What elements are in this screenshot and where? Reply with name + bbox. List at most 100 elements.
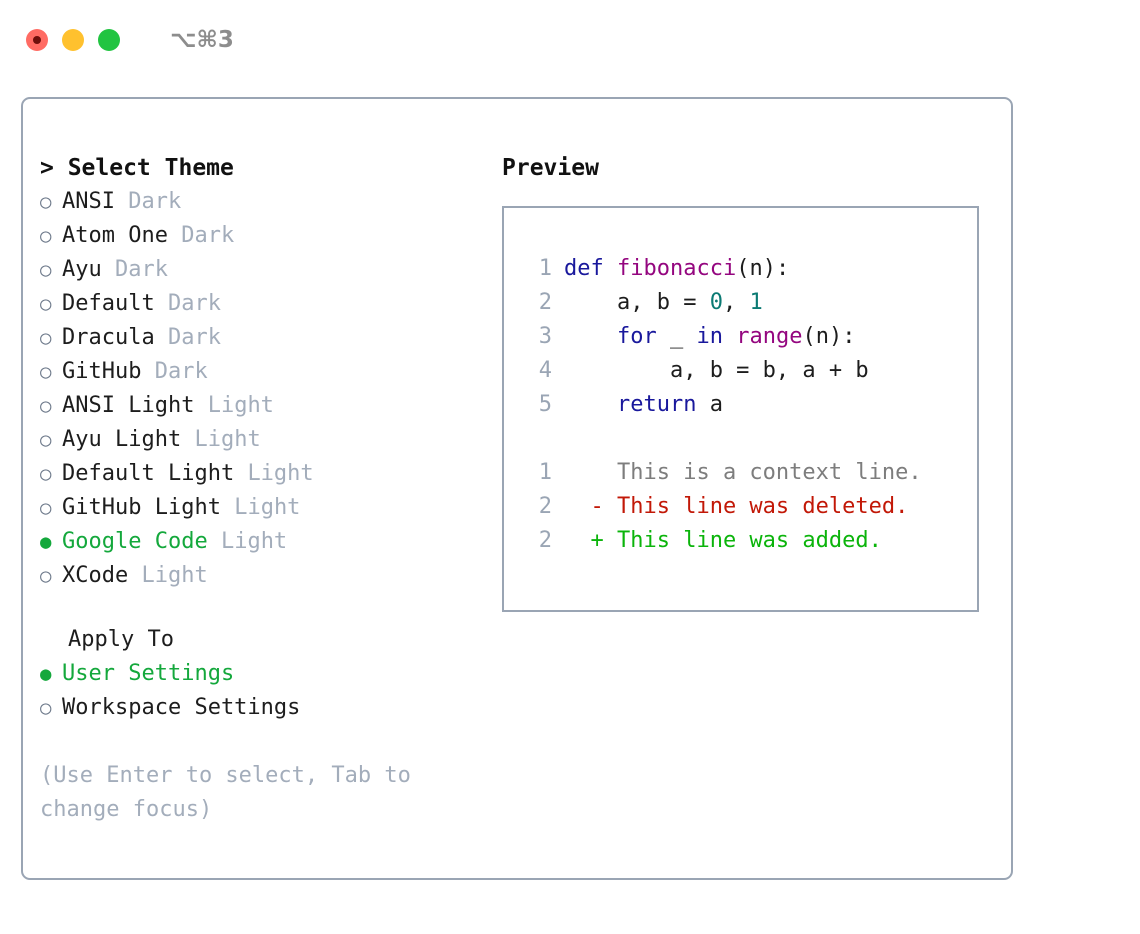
radio-unselected-icon: ○ (40, 463, 52, 485)
token-pl: a, b = b, a + b (564, 358, 869, 383)
radio-unselected-icon: ○ (40, 225, 52, 247)
token-pl (564, 392, 617, 417)
code-line: 3 for _ in range(n): (504, 320, 977, 354)
theme-option-variant: Light (207, 393, 274, 418)
radio-unselected-icon: ○ (40, 429, 52, 451)
window-title-shortcut: ⌥⌘3 (170, 27, 234, 53)
close-button[interactable] (26, 29, 48, 51)
select-theme-heading: > Select Theme (40, 155, 234, 181)
token-pl: , (722, 290, 750, 315)
diff-line-text-ctx: This is a context line. (564, 460, 922, 485)
theme-option-label: GitHub (62, 359, 142, 384)
label-gap (102, 253, 115, 287)
keyboard-hint: (Use Enter to select, Tab to change focu… (40, 763, 425, 822)
theme-option-ansi-light[interactable]: ○ANSI Light Light (40, 389, 490, 423)
radio-unselected-icon: ○ (40, 361, 52, 383)
line-number: 2 (538, 290, 552, 315)
token-pl (564, 324, 617, 349)
maximize-button[interactable] (98, 29, 120, 51)
radio-unselected-icon: ○ (40, 697, 52, 719)
code-line-text: def fibonacci(n): (564, 252, 789, 286)
token-kw: def (564, 256, 617, 281)
minimize-button[interactable] (62, 29, 84, 51)
theme-option-google-code[interactable]: ●Google Code Light (40, 525, 490, 559)
window-controls (26, 29, 120, 51)
theme-option-ansi[interactable]: ○ANSI Dark (40, 185, 490, 219)
theme-option-variant: Dark (128, 189, 182, 214)
theme-option-ayu-light[interactable]: ○Ayu Light Light (40, 423, 490, 457)
token-fn: range (736, 324, 803, 349)
label-gap (168, 219, 181, 253)
label-gap (221, 491, 234, 525)
token-pl: a, b = (564, 290, 710, 315)
token-pl: (n): (802, 324, 856, 349)
theme-option-default-light[interactable]: ○ Default Light Light (40, 457, 490, 491)
token-kw: return (616, 392, 697, 417)
apply-to-option-workspace-settings[interactable]: ○ Workspace Settings (40, 691, 490, 725)
token-num: 1 (749, 290, 763, 315)
theme-option-label: ANSI (62, 189, 115, 214)
theme-option-variant: Light (234, 495, 301, 520)
theme-option-variant: Light (194, 427, 261, 452)
theme-option-xcode[interactable]: ○ XCode Light (40, 559, 490, 593)
theme-option-ayu[interactable]: ○Ayu Dark (40, 253, 490, 287)
theme-option-variant: Light (247, 461, 314, 486)
label-gap (128, 559, 141, 593)
token-fn: fibonacci (616, 256, 737, 281)
theme-option-label: Default (62, 291, 155, 316)
label-gap (181, 423, 194, 457)
line-number: 3 (538, 324, 552, 349)
radio-unselected-icon: ○ (40, 565, 52, 587)
theme-option-dracula[interactable]: ○Dracula Dark (40, 321, 490, 355)
radio-selected-icon: ● (40, 663, 52, 685)
title-bar: ⌥⌘3 (0, 0, 1140, 80)
theme-option-variant: Light (141, 563, 208, 588)
theme-picker-column: > Select Theme ○ANSI Dark○Atom One Dark○… (40, 151, 490, 827)
code-line: 1 def fibonacci(n): (504, 252, 977, 286)
diff-sample: 1 This is a context line.2 - This line w… (504, 456, 977, 558)
label-gap (141, 355, 154, 389)
theme-option-variant: Dark (181, 223, 235, 248)
apply-to-heading: Apply To (68, 627, 174, 652)
line-number: 1 (538, 256, 552, 281)
apply-to-option-list: ●User Settings ○ Workspace Settings (40, 657, 490, 725)
theme-option-atom-one[interactable]: ○ Atom One Dark (40, 219, 490, 253)
token-pl: a (696, 392, 723, 417)
code-line: 2 a, b = 0, 1 (504, 286, 977, 320)
code-line-text: a, b = b, a + b (564, 354, 869, 388)
label-gap (194, 389, 207, 423)
theme-option-label: Dracula (62, 325, 155, 350)
line-number: 2 (538, 528, 552, 553)
radio-unselected-icon: ○ (40, 327, 52, 349)
label-gap (155, 321, 168, 355)
token-num: 0 (709, 290, 723, 315)
apply-to-option-label: Workspace Settings (62, 695, 301, 720)
theme-option-default[interactable]: ○Default Dark (40, 287, 490, 321)
apply-to-option-user-settings[interactable]: ●User Settings (40, 657, 490, 691)
code-line: 4 a, b = b, a + b (504, 354, 977, 388)
label-gap (115, 185, 128, 219)
code-line-text: for _ in range(n): (564, 320, 855, 354)
diff-line-text-add: + This line was added. (564, 528, 882, 553)
main-panel: > Select Theme ○ANSI Dark○Atom One Dark○… (21, 97, 1013, 880)
theme-option-label: XCode (62, 563, 129, 588)
theme-option-label: Atom One (62, 223, 168, 248)
preview-heading: Preview (502, 155, 599, 181)
token-pl (723, 324, 736, 349)
line-number: 2 (538, 494, 552, 519)
diff-line: 1 This is a context line. (504, 456, 977, 490)
line-number: 4 (538, 358, 552, 383)
token-pl: (n): (736, 256, 790, 281)
theme-option-variant: Dark (154, 359, 208, 384)
theme-option-variant: Dark (167, 291, 221, 316)
theme-option-label: Ayu (62, 257, 102, 282)
theme-option-label: Default Light (62, 461, 235, 486)
theme-option-list: ○ANSI Dark○Atom One Dark○Ayu Dark○Defaul… (40, 185, 490, 593)
theme-option-github-light[interactable]: ○GitHub Light Light (40, 491, 490, 525)
theme-option-github[interactable]: ○ GitHub Dark (40, 355, 490, 389)
radio-unselected-icon: ○ (40, 259, 52, 281)
theme-option-variant: Light (220, 529, 288, 554)
